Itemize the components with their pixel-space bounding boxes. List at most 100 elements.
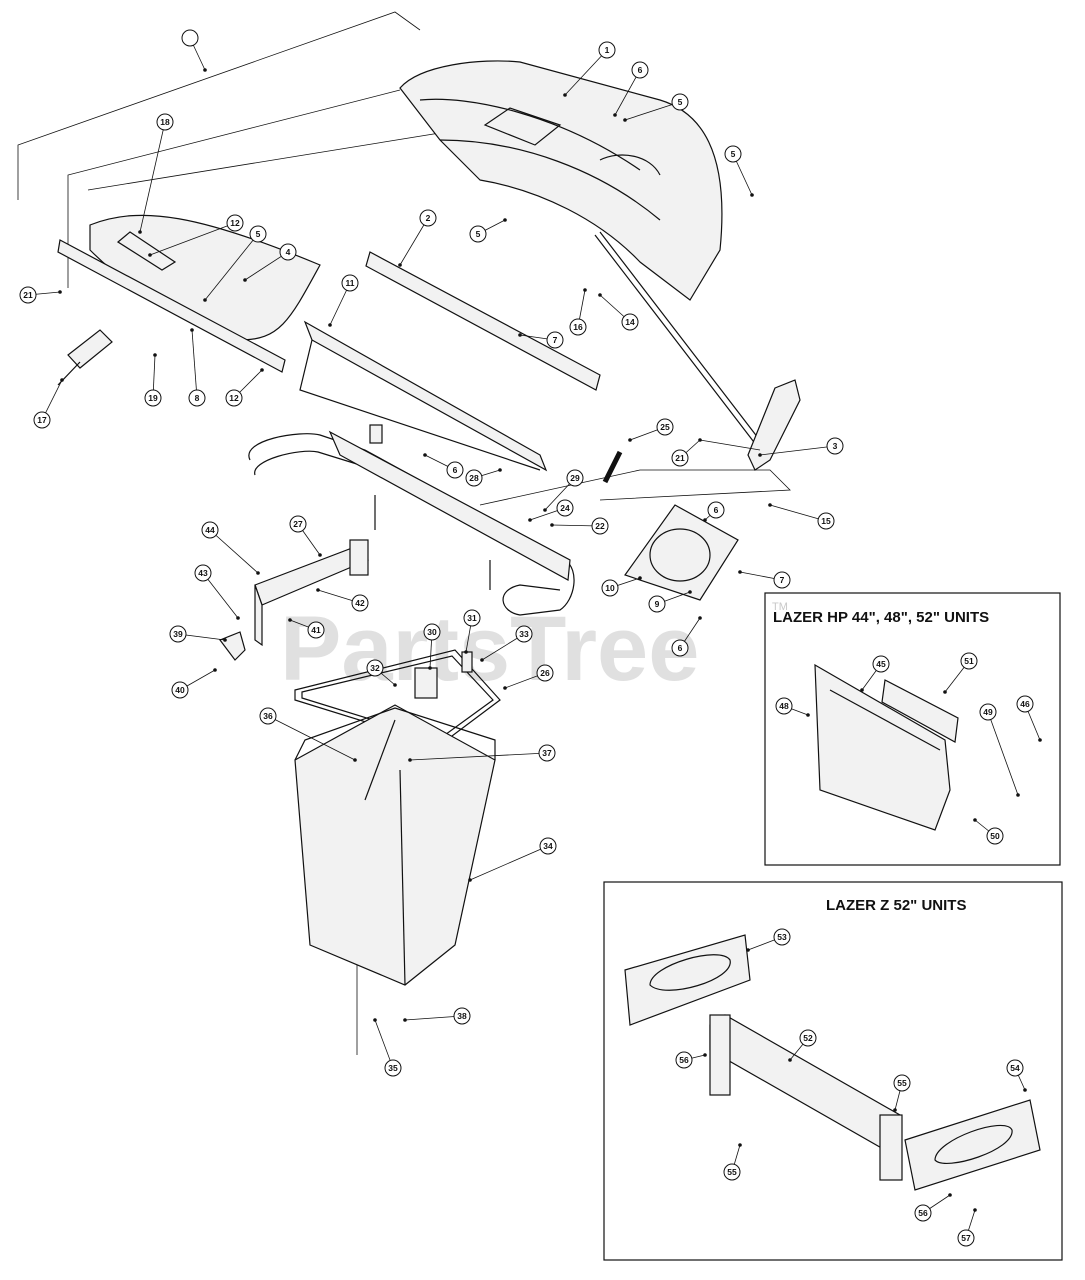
callout-label: 39 <box>173 629 183 639</box>
leader-dot-41 <box>288 618 292 622</box>
top-cover-part-1 <box>399 60 723 301</box>
leader-dot-5 <box>623 118 627 122</box>
leader-line-3 <box>759 445 836 456</box>
leader-dot-6 <box>703 518 707 522</box>
callout-43: 43 <box>194 564 212 582</box>
callout-57: 57 <box>957 1229 975 1247</box>
callout-circle <box>188 389 206 407</box>
callout-label: 36 <box>263 711 273 721</box>
callout-circle <box>914 1204 932 1222</box>
callout-circle <box>423 623 441 641</box>
leader-line-38 <box>404 1015 463 1021</box>
callout-label: 14 <box>625 317 635 327</box>
callout-15: 15 <box>817 512 835 530</box>
leader-dot-39 <box>223 638 227 642</box>
callout-2: 2 <box>419 209 437 227</box>
leader-dot-40 <box>213 668 217 672</box>
callout-3: 3 <box>826 437 844 455</box>
leader-dot-21 <box>58 290 62 294</box>
leader-dot-38 <box>403 1018 407 1022</box>
callout-22: 22 <box>591 517 609 535</box>
deflector-plate-part-4 <box>57 214 321 386</box>
callout-circle <box>226 214 244 232</box>
callout-label: 26 <box>540 668 550 678</box>
leader-line-36 <box>267 715 356 761</box>
leader-dot-24 <box>528 518 532 522</box>
callout-44: 44 <box>201 521 219 539</box>
callout-circle <box>225 389 243 407</box>
leader-dot-57 <box>973 1208 977 1212</box>
callout-label: 57 <box>961 1233 971 1243</box>
leader-dot-56 <box>948 1193 952 1197</box>
leader-dot-22 <box>550 523 554 527</box>
callout-label: 34 <box>543 841 553 851</box>
callout-label: 7 <box>780 575 785 585</box>
leader-dot-54 <box>1023 1088 1027 1092</box>
leader-dot-25 <box>628 438 632 442</box>
callout-circle <box>279 243 297 261</box>
callout-5: 5 <box>249 225 267 243</box>
watermark-tm: TM <box>772 601 788 613</box>
callout-circle <box>194 564 212 582</box>
callout-label: 30 <box>427 627 437 637</box>
callout-circle <box>986 827 1004 845</box>
callout-21: 21 <box>19 286 37 304</box>
leader-line-34 <box>469 845 549 881</box>
leader-dot-6 <box>423 453 427 457</box>
callout-4: 4 <box>279 243 297 261</box>
callout-label: 49 <box>983 707 993 717</box>
leader-dot-45 <box>860 688 864 692</box>
callout-circle <box>538 744 556 762</box>
callout-circle <box>446 461 464 479</box>
callout-5: 5 <box>671 93 689 111</box>
callout-label: 21 <box>23 290 33 300</box>
callout-circle <box>707 501 725 519</box>
leader-dot-29 <box>543 508 547 512</box>
callout-label: 6 <box>638 65 643 75</box>
leader-dot-5 <box>750 193 754 197</box>
mounting-rail-part-2 <box>365 251 601 391</box>
callout-label: 37 <box>542 748 552 758</box>
leader-dot-7 <box>738 570 742 574</box>
callout-label: 31 <box>467 613 477 623</box>
callout-label: 3 <box>833 441 838 451</box>
callout-circle <box>598 41 616 59</box>
leader-dot-17 <box>60 378 64 382</box>
callout-circle <box>675 1051 693 1069</box>
callout-circle <box>566 469 584 487</box>
blade-part-11 <box>299 320 548 472</box>
callout-circle <box>724 145 742 163</box>
watermark-text: PartsTree <box>280 598 699 700</box>
leader-line-44 <box>209 529 259 574</box>
leader-dot-3 <box>758 453 762 457</box>
callout-label: 5 <box>476 229 481 239</box>
callout-label: 55 <box>897 1078 907 1088</box>
leader-dot-12 <box>148 253 152 257</box>
leader-dot-36 <box>353 758 357 762</box>
callout-circle <box>671 449 689 467</box>
callout-circle <box>872 655 890 673</box>
callout-1: 1 <box>598 41 616 59</box>
leader-dot-15 <box>768 503 772 507</box>
callout-circle <box>453 1007 471 1025</box>
callout-circle <box>591 517 609 535</box>
callout-circle <box>259 707 277 725</box>
callout-circle <box>169 625 187 643</box>
leader-line-43 <box>202 572 239 619</box>
callout-55: 55 <box>893 1074 911 1092</box>
callout-41: 41 <box>307 621 325 639</box>
callout-circle <box>384 1059 402 1077</box>
callout-55: 55 <box>723 1163 741 1181</box>
callout-circle <box>366 659 384 677</box>
callout-39: 39 <box>169 625 187 643</box>
leader-dot-4 <box>243 278 247 282</box>
callout-circle <box>156 113 174 131</box>
leader-dot-5 <box>503 218 507 222</box>
callout-circle <box>419 209 437 227</box>
callout-label: 51 <box>964 656 974 666</box>
callout-label: 5 <box>256 229 261 239</box>
leader-dot-14 <box>598 293 602 297</box>
leader-dot-55 <box>893 1108 897 1112</box>
callout-circle <box>893 1074 911 1092</box>
